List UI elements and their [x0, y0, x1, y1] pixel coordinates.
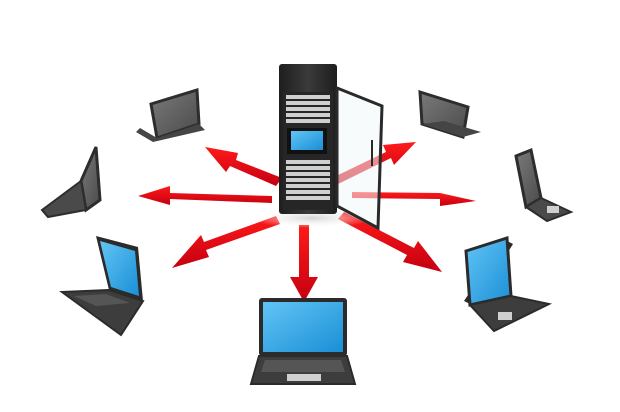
laptop-left-upper: [40, 146, 102, 219]
server-rack: [252, 64, 384, 231]
arrow-right: [352, 192, 476, 206]
laptop-front-center: [249, 298, 357, 385]
arrow-down: [290, 225, 318, 302]
laptop-back-left: [136, 88, 205, 142]
rack-monitor-screen: [291, 131, 323, 150]
arrow-down-right: [338, 212, 442, 272]
laptop-right-upper: [514, 147, 574, 223]
arrow-left: [138, 186, 272, 205]
rack-door: [335, 85, 384, 231]
laptop-right-lower: [464, 235, 553, 333]
arrow-down-left: [172, 216, 280, 268]
rack-units: [286, 95, 330, 200]
arrow-up-left: [205, 147, 282, 186]
laptop-screen: [263, 302, 343, 352]
laptop-back-right: [418, 89, 481, 139]
laptop-left-lower: [59, 236, 145, 337]
